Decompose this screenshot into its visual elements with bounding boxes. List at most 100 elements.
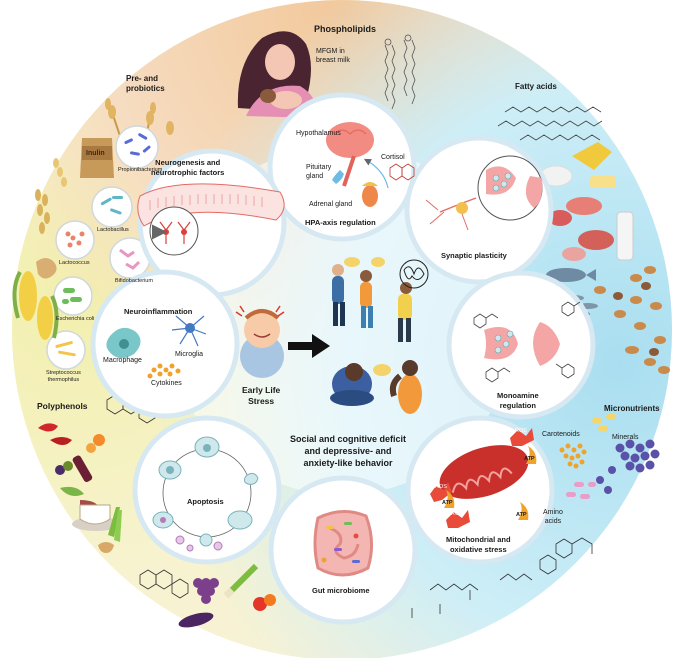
hpa-illustration <box>326 122 415 207</box>
pre-probiotics-label: Pre- and probiotics <box>126 74 165 93</box>
fatty-acid-molecule-icon <box>497 106 603 141</box>
neurogenesis-title: Neurogenesis and neurotrophic factors <box>151 158 225 177</box>
brain-icon <box>326 122 374 158</box>
streptococcus-label: Streptococcus thermophilus <box>46 370 81 383</box>
mfgm-label: MFGM in breast milk <box>316 48 350 64</box>
phospholipids-label: Phospholipids <box>314 24 376 34</box>
ros-label-2: ROS <box>515 428 527 434</box>
hippocampus-icon <box>137 183 285 227</box>
microglia-label: Microglia <box>175 351 204 358</box>
polyphenols-label: Polyphenols <box>37 401 88 411</box>
lactococcus-label: Lactococcus <box>59 260 90 266</box>
monoamine-illustration <box>473 301 581 383</box>
neuron-zoom-icon <box>149 206 199 256</box>
mother-breastfeeding-icon <box>237 31 318 118</box>
amino-acid-molecule-icon <box>411 537 593 618</box>
milk-bottle-icon <box>616 211 634 261</box>
propionibacterium-label: Propionibacterium <box>118 167 163 173</box>
lactococcus-dish-icon <box>55 220 95 260</box>
amino-acids-label: Amino acids <box>543 509 563 525</box>
minerals-label: Minerals <box>612 434 639 441</box>
neuroinflammation-illustration <box>106 315 207 379</box>
pituitary-drop-icon <box>332 170 344 184</box>
gut-bacteria-icon <box>321 522 360 563</box>
butter-icon <box>590 176 616 188</box>
olive-icon <box>55 465 65 475</box>
escherichia-dish-icon <box>53 276 93 316</box>
shrinking-cell-icon <box>243 472 259 485</box>
inulin-label: Inulin <box>86 150 105 157</box>
atp-label-3: ATP <box>516 512 527 518</box>
grapes-icon <box>193 578 219 604</box>
atp-label-1: ATP <box>442 500 453 506</box>
early-life-stress-label: Early Life Stress <box>242 385 281 406</box>
blebbing-cell-icon <box>227 510 253 530</box>
probiotic-dishes <box>46 125 159 370</box>
dopamine-molecule-icon <box>473 301 581 383</box>
hpa-title: HPA-axis regulation <box>305 218 376 227</box>
ros-burst-icon <box>430 428 534 528</box>
leek-icon <box>229 563 259 593</box>
inulin-bag-icon <box>80 138 114 178</box>
neurogenesis-illustration <box>137 183 285 256</box>
monoamine-node-circle <box>446 270 596 420</box>
cytokines-label: Cytokines <box>151 380 182 387</box>
atp-flame-icon <box>444 446 537 520</box>
neuroinflammation-node-circle <box>90 269 240 419</box>
carotenoids-icon <box>559 443 587 469</box>
synaptic-title: Synaptic plasticity <box>441 251 507 260</box>
fatty-acids-label: Fatty acids <box>515 82 557 91</box>
celery-icon <box>108 507 120 537</box>
polyphenol-foods <box>38 423 122 553</box>
chili-icon <box>38 423 58 432</box>
micronutrients-label: Micronutrients <box>604 404 660 413</box>
apoptosis-title: Apoptosis <box>187 497 224 506</box>
apoptosis-illustration <box>152 436 259 552</box>
cortisol-label: Cortisol <box>381 154 405 161</box>
hypothalamus-label: Hypothalamus <box>296 130 341 137</box>
propionibacterium-dish-icon <box>115 125 159 169</box>
adrenal-gland-label: Adrenal gland <box>309 201 353 208</box>
lactobacillus-dish-icon <box>91 186 133 228</box>
mitochondrial-illustration <box>430 428 537 528</box>
social-deficit-people-icon <box>332 257 429 342</box>
monoamine-title: Monoamine regulation <box>497 391 539 410</box>
early-life-stress-baby-icon <box>235 305 285 378</box>
cytokines-icon <box>147 363 181 379</box>
neuroinflammation-title: Neuroinflammation <box>124 307 193 316</box>
carotenoids-label: Carotenoids <box>542 431 580 438</box>
lactobacillus-label: Lactobacillus <box>97 227 129 233</box>
eggplant-icon <box>178 612 214 628</box>
gut-title: Gut microbiome <box>312 586 370 595</box>
depressive-people-icon <box>330 360 422 414</box>
ginger-icon <box>36 258 57 279</box>
apple-icon <box>253 597 267 611</box>
outcome-label: Social and cognitive deficit and depress… <box>290 434 407 468</box>
micronutrient-dots <box>559 414 660 499</box>
macrophage-label: Macrophage <box>103 357 142 364</box>
center-arrow <box>288 334 330 358</box>
grains-icon <box>35 158 67 234</box>
wine-bottle-icon <box>72 455 93 483</box>
ginger-root-icon <box>98 542 114 553</box>
apoptotic-body-icon <box>199 533 213 547</box>
node-circles <box>90 92 596 625</box>
ros-label-1: ROS <box>435 484 447 490</box>
corn-icon <box>12 271 59 340</box>
nuts-icon <box>594 266 670 374</box>
peas-icon <box>60 486 84 496</box>
mitochondrial-title: Mitochondrial and oxidative stress <box>446 535 511 554</box>
fish-icon <box>546 268 586 282</box>
synaptic-illustration <box>425 155 543 231</box>
adrenal-gland-icon <box>362 185 378 207</box>
bifidobacterium-label: Bifidobacterium <box>115 278 153 284</box>
fatty-acid-foods <box>539 142 670 374</box>
gut-illustration <box>313 510 373 577</box>
cheese-icon <box>572 142 612 170</box>
hpa-node-circle <box>267 92 417 242</box>
meat-icon <box>566 197 602 215</box>
intestine-icon <box>313 510 373 577</box>
ros-label-3: ROS <box>451 511 463 517</box>
orange-icon <box>93 434 105 446</box>
